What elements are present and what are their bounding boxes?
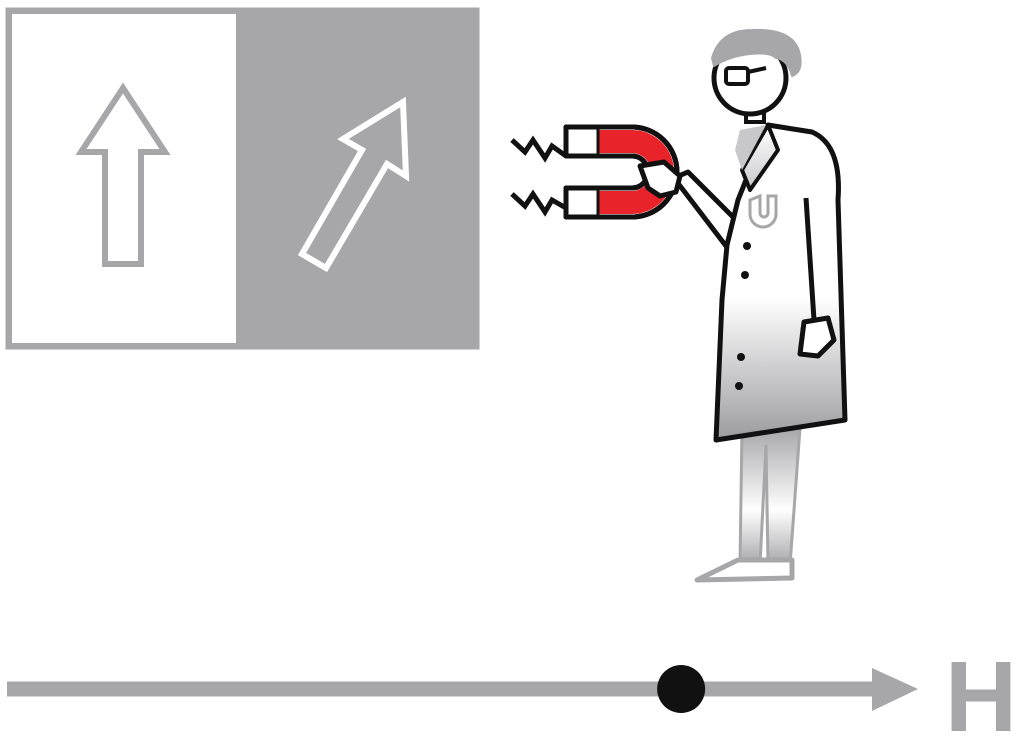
coat-button xyxy=(741,271,749,279)
field-axis: H xyxy=(7,641,1017,737)
coat-button xyxy=(737,353,745,361)
scientist-shoes xyxy=(697,560,792,580)
scientist-figure: U xyxy=(640,30,845,580)
domain-panels xyxy=(9,11,476,346)
field-sparks xyxy=(512,140,566,212)
coat-button xyxy=(735,382,743,390)
scientist-legs xyxy=(740,428,800,565)
axis-label: H xyxy=(945,641,1017,737)
field-marker-dot xyxy=(657,665,705,713)
zigzag-spark-icon xyxy=(512,194,566,212)
coat-button xyxy=(743,242,751,250)
zigzag-spark-icon xyxy=(512,140,566,158)
lab-coat xyxy=(716,125,845,440)
axis-arrowhead-icon xyxy=(872,668,918,711)
